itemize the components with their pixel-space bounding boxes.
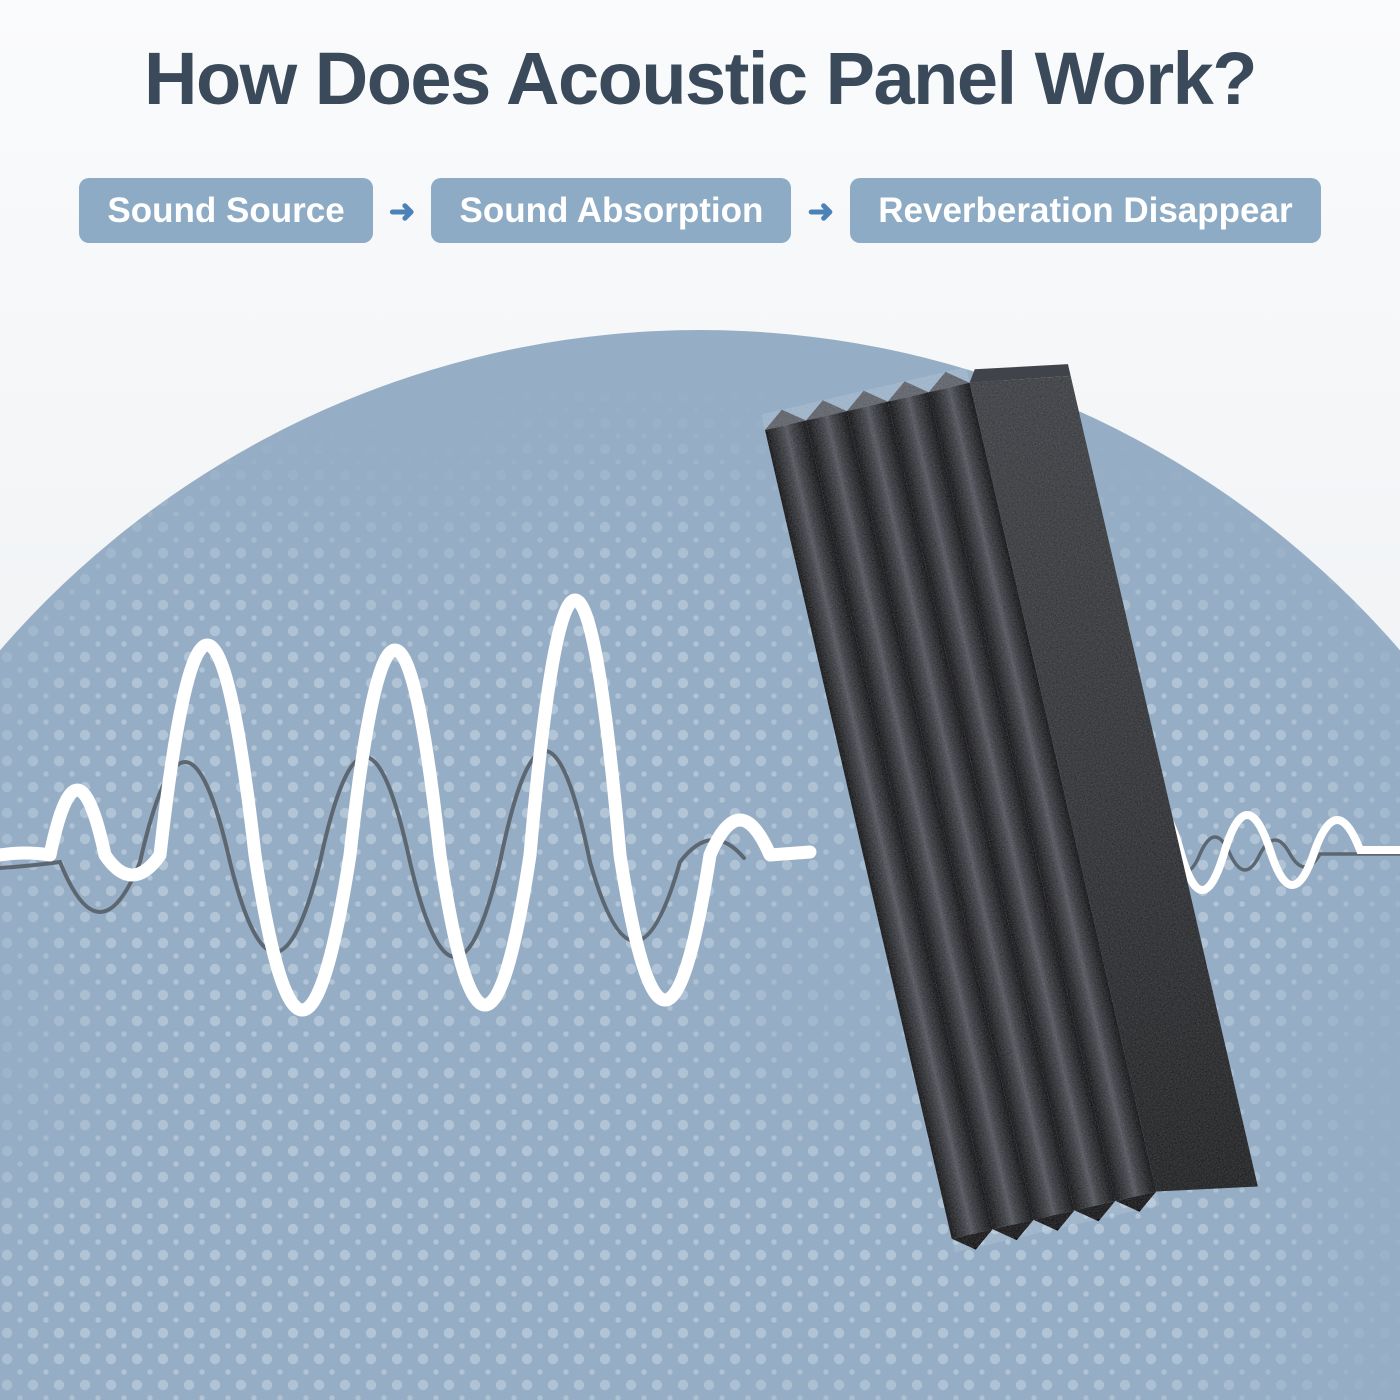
halftone-dots	[0, 330, 1400, 1400]
step-pill-sound-absorption: Sound Absorption	[431, 178, 792, 243]
page-title: How Does Acoustic Panel Work?	[144, 37, 1257, 120]
acoustic-foam-panel-illustration	[761, 364, 1258, 1253]
incoming-wave-thick	[0, 593, 817, 1017]
process-steps: Sound Source ➜ Sound Absorption ➜ Reverb…	[0, 178, 1400, 243]
incoming-sound-wave	[0, 593, 817, 1017]
foam-top-side	[969, 364, 1071, 383]
step-pill-reverberation-disappear: Reverberation Disappear	[850, 178, 1321, 243]
arrow-right-icon: ➜	[388, 192, 416, 229]
incoming-wave-thin	[0, 749, 746, 959]
foam-texture	[761, 367, 1258, 1253]
step-pill-sound-source: Sound Source	[79, 178, 373, 243]
arrow-right-icon: ➜	[807, 192, 835, 229]
